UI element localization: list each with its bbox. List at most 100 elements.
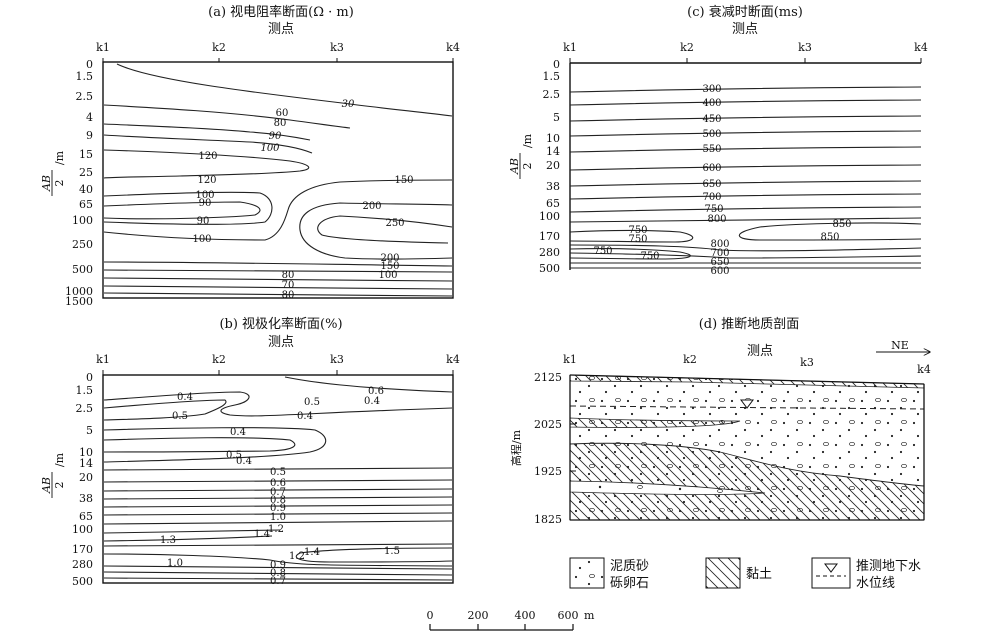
station-label: k4: [446, 353, 460, 366]
clay-lens-upper: [569, 417, 741, 428]
panel-c-depth-ticks: 0 1.5 2.5 5 10 14 20 38 65 100 170 280 5…: [539, 58, 560, 275]
contour-label: 120: [197, 175, 216, 186]
panel-a-depth-ticks: 0 1.5 2.5 4 9 15 25 40 65 100 250 500 10…: [65, 58, 93, 308]
contour-label: 0.6: [270, 478, 286, 489]
contour-line: [103, 123, 311, 141]
contour-label: 400: [702, 98, 721, 109]
contour-line: [103, 479, 453, 483]
panel-c-ylabel: AB 2 /m: [508, 133, 534, 179]
panel-d-title: (d) 推断地质剖面: [699, 317, 800, 332]
panel-d: (d) 推断地质剖面 测点 k1 k2 k3 k4 NE 2125 2025 1…: [509, 317, 931, 526]
legend-water-label: 水位线: [856, 576, 895, 591]
contour-label: 0.4: [230, 427, 246, 438]
contour-line: [569, 252, 922, 259]
contour-line: [103, 520, 453, 525]
contour-label: 80: [274, 118, 287, 129]
contour-label: 1.4: [304, 547, 320, 558]
contour-label: 850: [820, 232, 839, 243]
contour-line: [103, 191, 273, 225]
contour-label: 700: [710, 248, 729, 259]
depth-tick: 100: [72, 214, 93, 227]
contour-line: [103, 504, 453, 508]
depth-tick: 280: [72, 558, 93, 571]
contour-label: 650: [702, 179, 721, 190]
contour-line: [569, 229, 694, 243]
contour-label: 600: [702, 163, 721, 174]
groundwater-marker-icon: [740, 399, 754, 409]
contour-line: [103, 577, 453, 581]
scale-tick-label: 200: [468, 609, 489, 622]
ylabel-den: 2: [53, 180, 66, 187]
contour-label: 120: [198, 151, 217, 162]
depth-tick: 1.5: [543, 70, 561, 83]
depth-tick: 1.5: [76, 70, 94, 83]
contour-line: [317, 215, 453, 244]
scale-tick-label: 0: [427, 609, 434, 622]
contour-label: 0.4: [177, 392, 193, 403]
depth-tick: 65: [79, 510, 93, 523]
contour-label: 500: [702, 129, 721, 140]
depth-tick: 10: [546, 132, 560, 145]
scale-tick-label: 600: [558, 609, 579, 622]
legend: 泥质砂 砾卵石 黏土 推测地下水 水位线: [569, 557, 921, 591]
contour-label: 1.0: [167, 558, 183, 569]
contour-label: 800: [707, 214, 726, 225]
station-label: k2: [212, 353, 226, 366]
depth-tick: 1000: [65, 285, 93, 298]
panel-c-title: (c) 衰减时断面(ms): [687, 4, 803, 20]
depth-tick: 250: [72, 238, 93, 251]
contour-label: 650: [710, 257, 729, 268]
contour-line: [103, 134, 313, 154]
contour-line: [103, 529, 281, 534]
station-label: k4: [914, 41, 928, 54]
panel-a-title: (a) 视电阻率断面(Ω · m): [208, 4, 354, 20]
depth-tick: 170: [539, 230, 560, 243]
panel-b-xlabel: 测点: [268, 335, 294, 350]
station-label: k1: [563, 41, 577, 54]
ylabel-unit: /m: [521, 133, 534, 148]
contour-line: [103, 571, 453, 576]
panel-b: (b) 视极化率断面(%) 测点 k1 k2 k3 k4 0 1.5 2.5 5…: [40, 316, 460, 588]
depth-tick: 20: [79, 471, 93, 484]
contour-line: [569, 217, 922, 223]
contour-label: 100: [378, 270, 397, 281]
contour-label: 0.5: [270, 467, 286, 478]
contour-line: [103, 201, 261, 220]
depth-tick: 5: [86, 424, 93, 437]
ylabel-unit: /m: [53, 150, 66, 165]
contour-line: [569, 244, 922, 252]
panel-b-frame: [102, 374, 454, 584]
contour-line: [116, 63, 453, 117]
elev-tick: 2125: [534, 371, 562, 384]
depth-tick: 280: [539, 246, 560, 259]
station-label: k2: [212, 41, 226, 54]
contour-line: [569, 164, 922, 171]
depth-tick: 1500: [65, 295, 93, 308]
contour-label: 90: [197, 216, 210, 227]
depth-tick: 0: [553, 58, 560, 71]
legend-clay-swatch: [705, 557, 741, 589]
contour-label: 90: [199, 198, 212, 209]
depth-tick: 5: [553, 111, 560, 124]
legend-sand-label: 泥质砂: [610, 559, 649, 574]
contour-line: [103, 565, 453, 570]
contour-line: [103, 427, 327, 463]
contour-label: 550: [702, 144, 721, 155]
station-label: k2: [683, 353, 697, 366]
ylabel-num: AB: [40, 175, 53, 192]
contour-label: 1.4: [254, 529, 270, 540]
contour-label: 0.8: [270, 495, 286, 506]
contour-line: [103, 553, 453, 567]
contour-label: 0.8: [270, 568, 286, 579]
ylabel-unit: /m: [53, 452, 66, 467]
contour-line: [103, 488, 453, 492]
contour-label: 100: [260, 143, 280, 154]
panel-c-contour-labels: 300 400 450 500 550 600 650 700 750 800 …: [593, 84, 851, 277]
contour-line: [103, 285, 453, 290]
contour-label: 1.5: [384, 546, 400, 557]
depth-tick: 1.5: [76, 384, 94, 397]
contour-label: 90: [269, 131, 282, 142]
contour-line: [103, 104, 351, 129]
contour-line: [569, 86, 922, 93]
contour-label: 200: [362, 201, 381, 212]
